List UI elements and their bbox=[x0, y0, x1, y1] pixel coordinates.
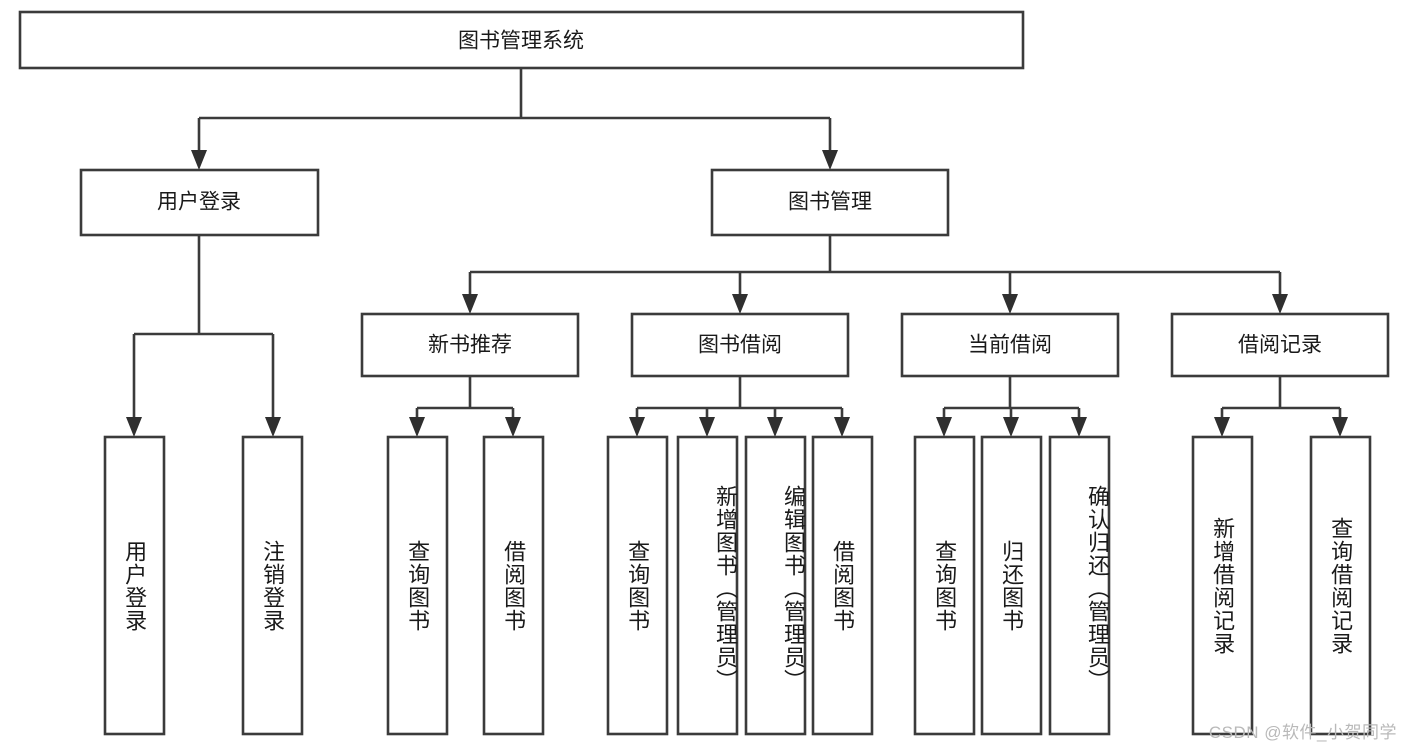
arrow-head-leaf-edit-book bbox=[767, 417, 783, 437]
leaf-boxes-layer bbox=[103, 435, 1372, 736]
node-root-label: 图书管理系统 bbox=[458, 30, 584, 53]
leaf-box-query-book-1[interactable] bbox=[386, 435, 449, 736]
leaf-box-return-book[interactable] bbox=[980, 435, 1043, 736]
node-borrow-record-box[interactable] bbox=[1170, 312, 1390, 378]
leaf-box-query-record[interactable] bbox=[1309, 435, 1372, 736]
node-root-box[interactable] bbox=[18, 10, 1025, 70]
leaf-box-edit-book[interactable] bbox=[744, 435, 807, 736]
arrow-head-user-login bbox=[191, 150, 207, 170]
node-user-login[interactable]: 用户登录 bbox=[79, 168, 320, 237]
arrow-head-leaf-return-book bbox=[1003, 417, 1019, 437]
node-user-login-label: 用户登录 bbox=[157, 191, 241, 214]
arrow-head-leaf-add-record bbox=[1214, 417, 1230, 437]
node-book-manage-box[interactable] bbox=[710, 168, 950, 237]
leaf-box-borrow-book-2[interactable] bbox=[811, 435, 874, 736]
arrow-head-book-borrow bbox=[732, 294, 748, 314]
arrow-head-current-borrow bbox=[1002, 294, 1018, 314]
node-new-book-recommend-label: 新书推荐 bbox=[428, 334, 512, 357]
arrow-head-leaf-add-book bbox=[699, 417, 715, 437]
node-borrow-record[interactable]: 借阅记录 bbox=[1170, 312, 1390, 378]
leaf-box-add-book[interactable] bbox=[676, 435, 739, 736]
leaf-box-query-book-3[interactable] bbox=[913, 435, 976, 736]
node-book-borrow-label: 图书借阅 bbox=[698, 334, 782, 357]
arrow-head-leaf-confirm-return bbox=[1071, 417, 1087, 437]
node-book-borrow[interactable]: 图书借阅 bbox=[630, 312, 850, 378]
arrow-head-leaf-borrow-book-2 bbox=[834, 417, 850, 437]
connectors-layer bbox=[126, 68, 1348, 437]
arrow-head-leaf-logout-login bbox=[265, 417, 281, 437]
leaf-box-add-record[interactable] bbox=[1191, 435, 1254, 736]
node-current-borrow-box[interactable] bbox=[900, 312, 1120, 378]
leaf-box-confirm-return[interactable] bbox=[1048, 435, 1111, 736]
node-root[interactable]: 图书管理系统 bbox=[18, 10, 1025, 70]
watermark-text: CSDN @软件_小贺同学 bbox=[1208, 723, 1397, 742]
leaf-box-borrow-book-1[interactable] bbox=[482, 435, 545, 736]
arrow-head-new-book-recommend bbox=[462, 294, 478, 314]
arrow-head-leaf-user-login bbox=[126, 417, 142, 437]
node-borrow-record-label: 借阅记录 bbox=[1238, 334, 1322, 357]
leaf-box-user-login[interactable] bbox=[103, 435, 166, 736]
arrow-head-leaf-query-book-2 bbox=[629, 417, 645, 437]
node-book-manage[interactable]: 图书管理 bbox=[710, 168, 950, 237]
node-book-manage-label: 图书管理 bbox=[788, 191, 872, 214]
arrow-head-leaf-borrow-book-1 bbox=[505, 417, 521, 437]
arrow-head-leaf-query-book-3 bbox=[936, 417, 952, 437]
leaf-box-query-book-2[interactable] bbox=[606, 435, 669, 736]
node-current-borrow-label: 当前借阅 bbox=[968, 334, 1052, 357]
node-book-borrow-box[interactable] bbox=[630, 312, 850, 378]
node-user-login-box[interactable] bbox=[79, 168, 320, 237]
node-new-book-recommend[interactable]: 新书推荐 bbox=[360, 312, 580, 378]
node-current-borrow[interactable]: 当前借阅 bbox=[900, 312, 1120, 378]
node-new-book-recommend-box[interactable] bbox=[360, 312, 580, 378]
leaf-box-logout-login[interactable] bbox=[241, 435, 304, 736]
arrow-head-borrow-record bbox=[1272, 294, 1288, 314]
arrow-head-leaf-query-book-1 bbox=[409, 417, 425, 437]
arrow-head-book-manage bbox=[822, 150, 838, 170]
arrow-head-leaf-query-record bbox=[1332, 417, 1348, 437]
